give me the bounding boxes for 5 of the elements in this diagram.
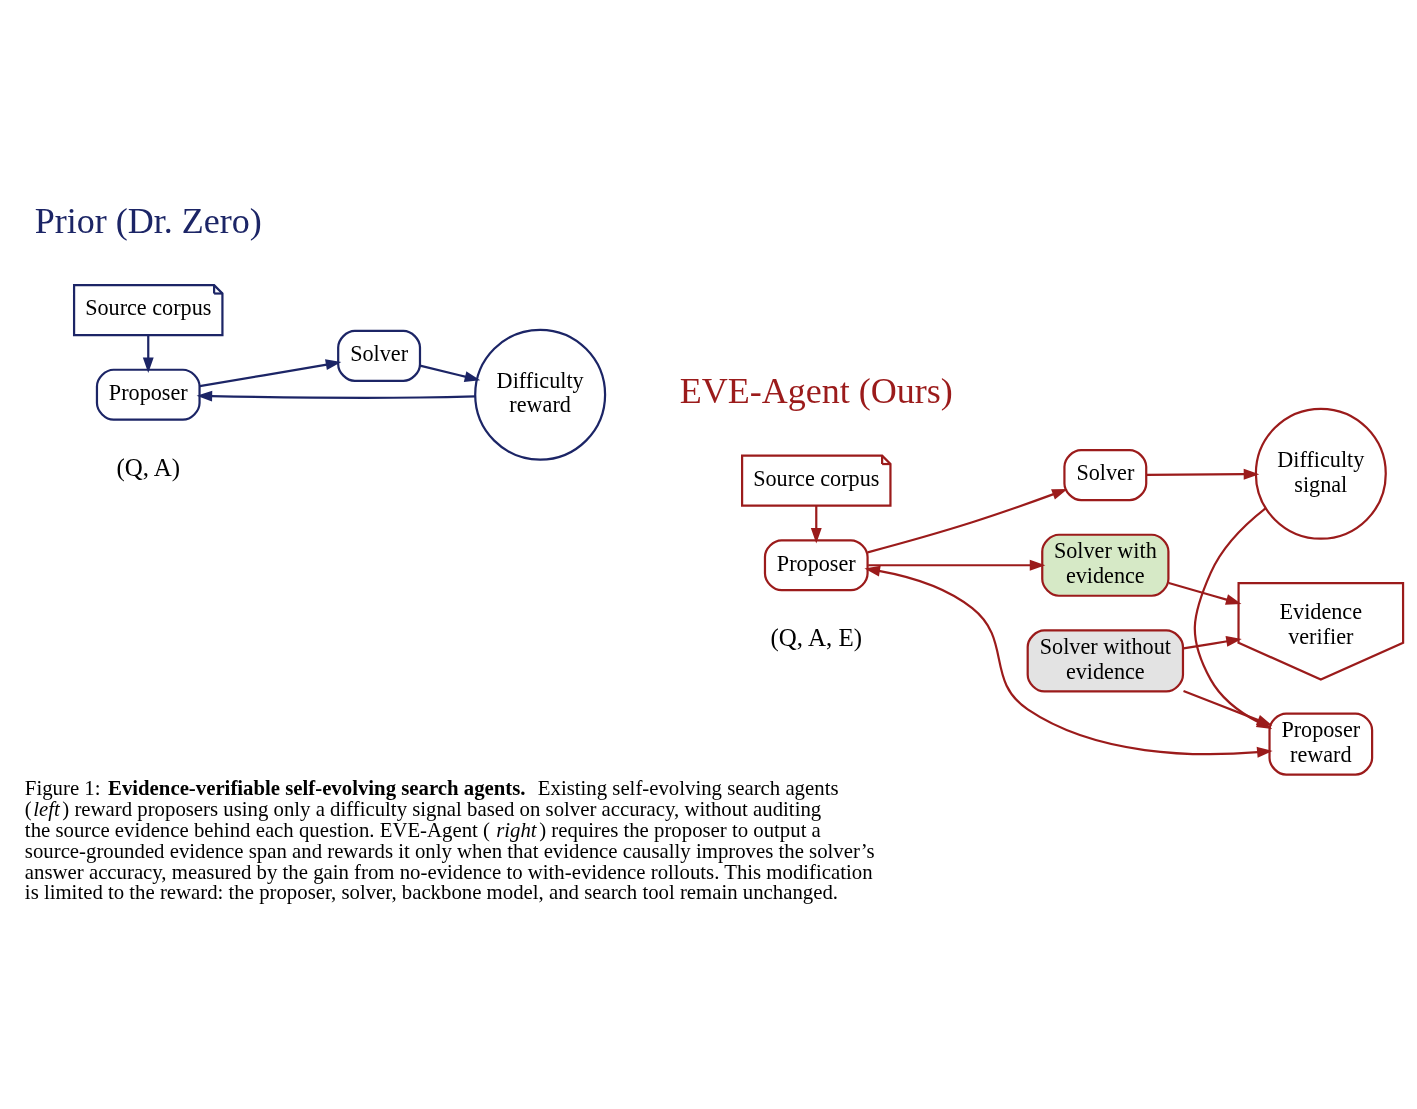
- label: Prior (Dr. Zero): [34, 200, 262, 241]
- label: EVE-Agent (Ours): [679, 371, 953, 412]
- caption: Figure 1: Evidence-verifiable self-evolving search agents. Existing self-evolving search agents (left) reward proposers using only a difficulty signal based on solver accuracy, without auditing the source evidence behind each question. EVE-Agent (right) requires the proposer to output a source-grounded evidence span and rewards it only when that evidence causally improves the solver’s answer accuracy, measured by the gain from no-evidence to with-evidence rollouts. This modification is limited to the reward: the proposer, solver, backbone model, and search tool remain unchanged.: [24, 776, 875, 904]
- node-label: (Q, A): [116, 453, 181, 481]
- node-label: (Q, A, E): [770, 624, 862, 652]
